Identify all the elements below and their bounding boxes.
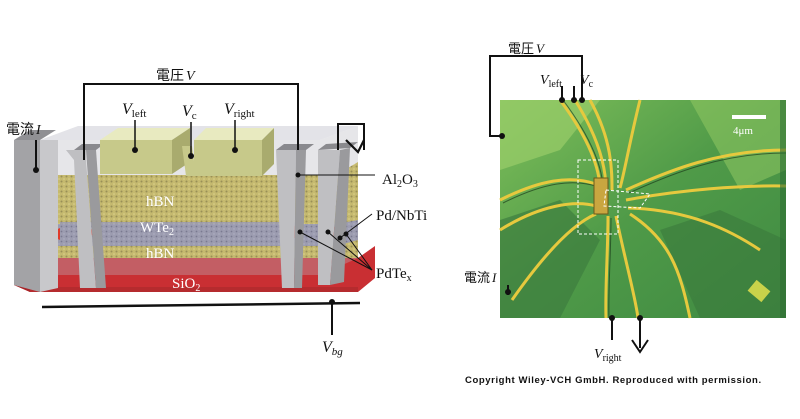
wiring	[35, 83, 365, 335]
sio2-label: SiO2	[172, 276, 200, 294]
micro-v-c-label: Vc	[580, 73, 594, 90]
al2o3-label: Al2O3	[382, 172, 418, 190]
scalebar-label: 4μm	[733, 125, 753, 137]
electrodes	[14, 130, 358, 292]
device-cross-section	[14, 83, 375, 335]
highlight-box	[577, 159, 619, 235]
micro-v-left-label: Vleft	[540, 73, 562, 90]
pdtex-label: PdTex	[376, 266, 412, 284]
v-left-label: Vleft	[122, 101, 146, 120]
top-pads	[100, 128, 274, 176]
v-right-label: Vright	[224, 101, 255, 120]
v-c-label: Vc	[182, 103, 197, 122]
microscope-image: 4μm	[499, 99, 787, 319]
hbn-bottom-label: hBN	[146, 246, 175, 262]
vbg-label: Vbg	[322, 339, 343, 358]
wte2-label: WTe2	[140, 220, 174, 238]
sample-flake	[593, 177, 609, 215]
pd-nbti-label: Pd/NbTi	[376, 208, 427, 224]
micro-v-right-label: Vright	[594, 347, 622, 364]
backgate-line	[41, 301, 361, 309]
microscope-wires	[499, 99, 787, 319]
scalebar	[732, 115, 766, 119]
hbn-top-label: hBN	[146, 194, 175, 210]
copyright-caption: Copyright Wiley-VCH GmbH. Reproduced wit…	[465, 375, 762, 386]
